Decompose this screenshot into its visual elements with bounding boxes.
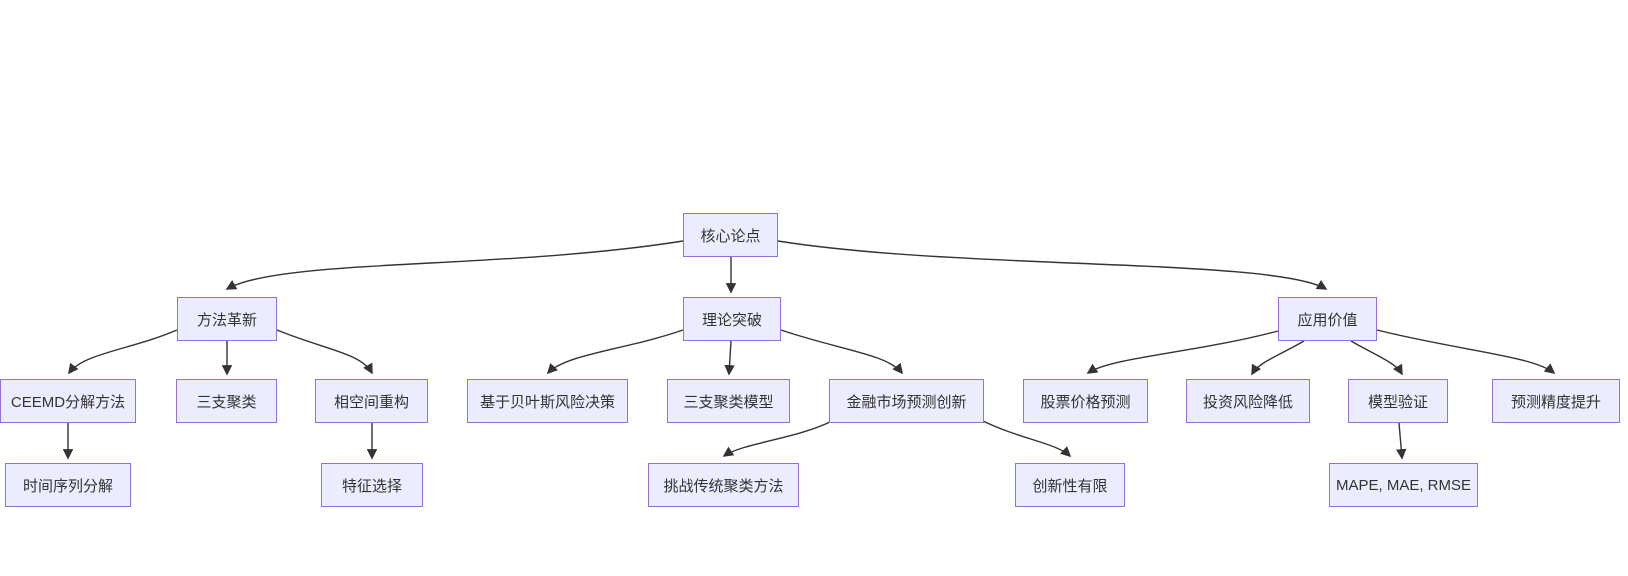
node-three-way-clustering-model: 三支聚类模型 bbox=[667, 379, 790, 423]
edge-application-to-stock-prediction bbox=[1086, 330, 1279, 374]
node-three-way-clustering: 三支聚类 bbox=[176, 379, 277, 423]
node-core-thesis: 核心论点 bbox=[683, 213, 778, 257]
edge-finance-innovation-to-limited-novelty bbox=[982, 420, 1072, 458]
edge-method-to-ceemd bbox=[68, 329, 178, 375]
edge-method-to-phase-space bbox=[276, 329, 373, 375]
node-application-value: 应用价值 bbox=[1278, 297, 1377, 341]
node-bayesian-risk-decision: 基于贝叶斯风险决策 bbox=[467, 379, 628, 423]
edge-application-to-accuracy bbox=[1376, 329, 1556, 374]
node-limited-novelty: 创新性有限 bbox=[1015, 463, 1125, 507]
node-ceemd-decomposition: CEEMD分解方法 bbox=[0, 379, 136, 423]
node-forecast-accuracy-improvement: 预测精度提升 bbox=[1492, 379, 1620, 423]
node-time-series-decomposition: 时间序列分解 bbox=[5, 463, 131, 507]
edge-core-to-method bbox=[225, 240, 684, 290]
node-investment-risk-reduction: 投资风险降低 bbox=[1186, 379, 1310, 423]
node-evaluation-metrics: MAPE, MAE, RMSE bbox=[1329, 463, 1478, 507]
edge-model-validation-to-metrics bbox=[1396, 422, 1407, 460]
node-financial-market-forecast-innovation: 金融市场预测创新 bbox=[829, 379, 984, 423]
edge-theory-to-finance-innovation bbox=[780, 329, 903, 375]
node-feature-selection: 特征选择 bbox=[321, 463, 423, 507]
node-challenge-traditional-clustering: 挑战传统聚类方法 bbox=[648, 463, 799, 507]
edge-application-to-model-validation bbox=[1350, 340, 1403, 376]
edge-theory-to-bayes bbox=[546, 329, 684, 375]
node-method-innovation: 方法革新 bbox=[177, 297, 277, 341]
edge-finance-innovation-to-challenge bbox=[722, 420, 833, 457]
edge-theory-to-three-way-model bbox=[724, 340, 735, 376]
node-phase-space-reconstruction: 相空间重构 bbox=[315, 379, 428, 423]
node-stock-price-prediction: 股票价格预测 bbox=[1023, 379, 1148, 423]
edge-application-to-risk-reduction bbox=[1251, 340, 1305, 376]
edge-core-to-application bbox=[777, 240, 1328, 290]
node-model-validation: 模型验证 bbox=[1348, 379, 1448, 423]
node-theory-breakthrough: 理论突破 bbox=[683, 297, 781, 341]
